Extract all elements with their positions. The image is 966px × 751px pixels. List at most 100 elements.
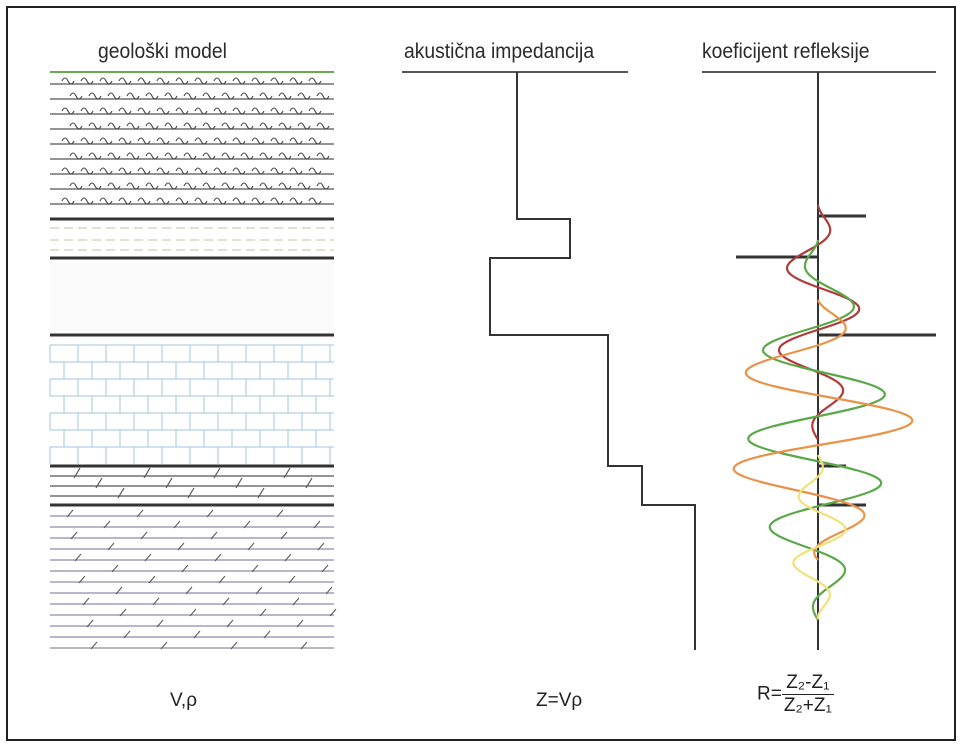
dolomite-joint	[95, 477, 103, 489]
soil-mark	[289, 167, 303, 175]
shale-slash	[193, 630, 201, 639]
soil-mark	[145, 182, 159, 190]
soil-mark	[99, 107, 113, 115]
shale-slash	[296, 619, 304, 628]
soil-mark	[99, 197, 113, 205]
geological-column	[49, 71, 337, 650]
soil-mark	[61, 107, 75, 115]
limestone-layer	[49, 344, 334, 464]
soil-mark	[316, 182, 330, 190]
soil-mark	[183, 122, 197, 130]
soil-mark	[278, 182, 292, 190]
soil-mark	[88, 92, 102, 100]
dolomite-joint	[257, 487, 265, 499]
shale-slash	[156, 619, 164, 628]
soil-mark	[61, 197, 75, 205]
shale-slash	[243, 520, 251, 529]
shale-slash	[140, 531, 148, 540]
shale-slash	[177, 542, 185, 551]
dolomite-joint	[213, 467, 221, 479]
soil-mark	[118, 77, 132, 85]
soil-mark	[99, 167, 113, 175]
dolomite-joint	[283, 467, 291, 479]
soil-mark	[126, 182, 140, 190]
soil-mark	[80, 107, 94, 115]
soil-mark	[137, 167, 151, 175]
soil-mark	[251, 167, 265, 175]
soil-mark	[213, 77, 227, 85]
soil-mark	[137, 137, 151, 145]
soil-mark	[175, 167, 189, 175]
shale-slash	[247, 542, 255, 551]
title-acoustic-impedance: akustična impedancija	[404, 40, 595, 63]
label-impedance-formula: Z=Vρ	[536, 690, 583, 711]
shale-slash	[78, 575, 86, 584]
dolomite-joint	[117, 487, 125, 499]
soil-mark	[232, 77, 246, 85]
soil-mark	[80, 167, 94, 175]
soil-mark	[88, 152, 102, 160]
soil-mark	[213, 167, 227, 175]
soil-mark	[145, 92, 159, 100]
soil-mark	[232, 167, 246, 175]
shale-slash	[115, 586, 123, 595]
soil-mark	[69, 182, 83, 190]
shale-slash	[90, 641, 98, 650]
soil-mark	[202, 122, 216, 130]
shale-slash	[70, 531, 78, 540]
soil-mark	[145, 122, 159, 130]
soil-mark	[308, 197, 322, 205]
soil-mark	[137, 77, 151, 85]
soil-mark	[164, 122, 178, 130]
soil-mark	[270, 167, 284, 175]
shale-slash	[86, 619, 94, 628]
soil-mark	[251, 77, 265, 85]
shale-slash	[325, 586, 333, 595]
soil-mark	[232, 137, 246, 145]
dolomite-joint	[165, 477, 173, 489]
title-geological-model: geološki model	[98, 40, 227, 63]
soil-mark	[221, 122, 235, 130]
soil-mark	[232, 197, 246, 205]
soil-mark	[156, 107, 170, 115]
shale-slash	[329, 608, 337, 617]
soil-mark	[80, 77, 94, 85]
wavelet-red	[777, 204, 861, 440]
soil-mark	[137, 197, 151, 205]
shale-slash	[226, 619, 234, 628]
soil-mark	[289, 107, 303, 115]
soil-mark	[118, 137, 132, 145]
soil-mark	[156, 167, 170, 175]
soil-mark	[278, 92, 292, 100]
soil-mark	[126, 122, 140, 130]
shale-slash	[230, 641, 238, 650]
dolomite-joint	[235, 477, 243, 489]
soil-mark	[316, 122, 330, 130]
soil-mark	[213, 137, 227, 145]
shale-slash	[123, 630, 131, 639]
shale-slash	[119, 608, 127, 617]
shale-slash	[74, 553, 82, 562]
soil-mark	[175, 137, 189, 145]
soil-mark	[213, 197, 227, 205]
soil-mark	[183, 182, 197, 190]
soil-mark	[213, 107, 227, 115]
soil-mark	[297, 122, 311, 130]
sand-layer	[50, 262, 334, 332]
formula-denominator: Z₂+Z₁	[783, 695, 832, 716]
soil-mark	[194, 107, 208, 115]
soil-mark	[270, 107, 284, 115]
formula-lhs: R=	[757, 683, 782, 705]
shale-slash	[107, 542, 115, 551]
dolomite-joint	[305, 477, 313, 489]
soil-mark	[175, 77, 189, 85]
soil-mark	[107, 152, 121, 160]
soil-mark	[297, 152, 311, 160]
soil-mark	[118, 107, 132, 115]
soil-mark	[99, 137, 113, 145]
soil-mark	[289, 197, 303, 205]
wavelet-green	[747, 239, 887, 621]
wavelet-orange	[732, 299, 914, 561]
